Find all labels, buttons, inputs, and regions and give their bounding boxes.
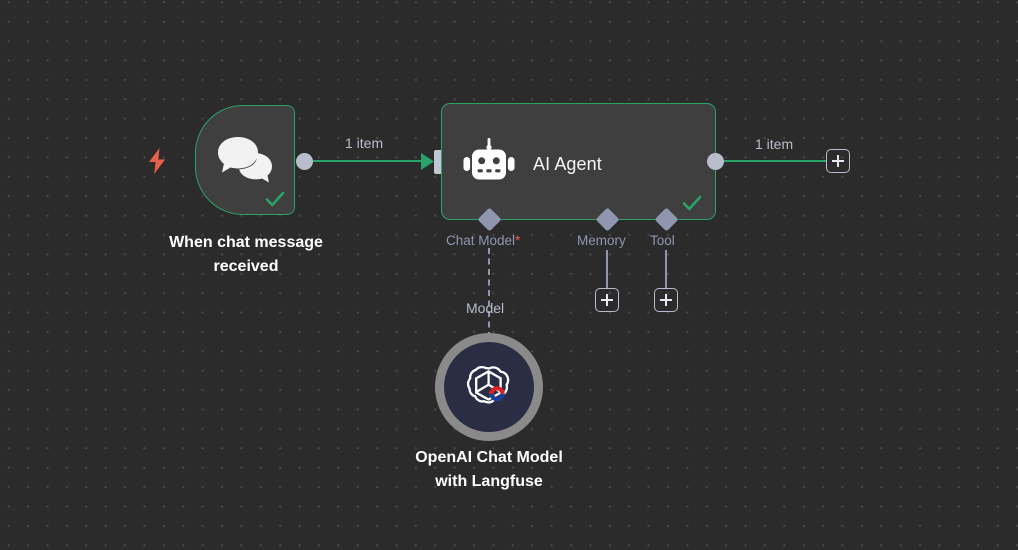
- required-asterisk: *: [515, 233, 521, 248]
- connection-memory-stem[interactable]: [606, 250, 609, 288]
- lightning-bolt-icon: [147, 148, 167, 174]
- trigger-node-caption: When chat message received: [169, 234, 323, 275]
- agent-input-port[interactable]: [434, 150, 443, 174]
- chat-bubbles-icon: [216, 133, 274, 185]
- connection-label-model: Model: [466, 300, 505, 316]
- node-ai-agent[interactable]: AI Agent: [441, 103, 716, 220]
- openai-node-caption: OpenAI Chat Model with Langfuse: [415, 449, 563, 490]
- connection-agent-to-add[interactable]: [723, 160, 827, 163]
- add-memory-button[interactable]: [595, 288, 619, 312]
- chat-model-port-label-text: Chat Model: [446, 233, 516, 248]
- connection-label-items-1: 1 item: [345, 135, 384, 151]
- connection-label-items-2: 1 item: [755, 136, 794, 152]
- check-icon: [681, 192, 703, 214]
- chat-model-port-label: Chat Model*: [446, 233, 520, 248]
- agent-output-port[interactable]: [707, 153, 724, 170]
- node-openai-chat-model-with-langfuse[interactable]: [435, 333, 543, 441]
- langfuse-magnet-icon: [489, 386, 505, 402]
- connection-tool-stem[interactable]: [665, 250, 668, 288]
- node-when-chat-message-received[interactable]: [195, 105, 295, 215]
- agent-input-arrow-icon: [421, 153, 434, 170]
- check-icon: [264, 188, 286, 210]
- add-tool-button[interactable]: [654, 288, 678, 312]
- tool-port-label: Tool: [650, 233, 675, 248]
- agent-node-title: AI Agent: [533, 154, 602, 174]
- robot-icon: [463, 138, 515, 184]
- openai-logo-icon: [465, 363, 513, 411]
- add-node-button[interactable]: [826, 149, 850, 173]
- memory-port-label: Memory: [577, 233, 626, 248]
- connection-chat-model-dashed[interactable]: [488, 248, 490, 338]
- connection-trigger-to-agent[interactable]: [312, 160, 422, 163]
- trigger-output-port[interactable]: [296, 153, 313, 170]
